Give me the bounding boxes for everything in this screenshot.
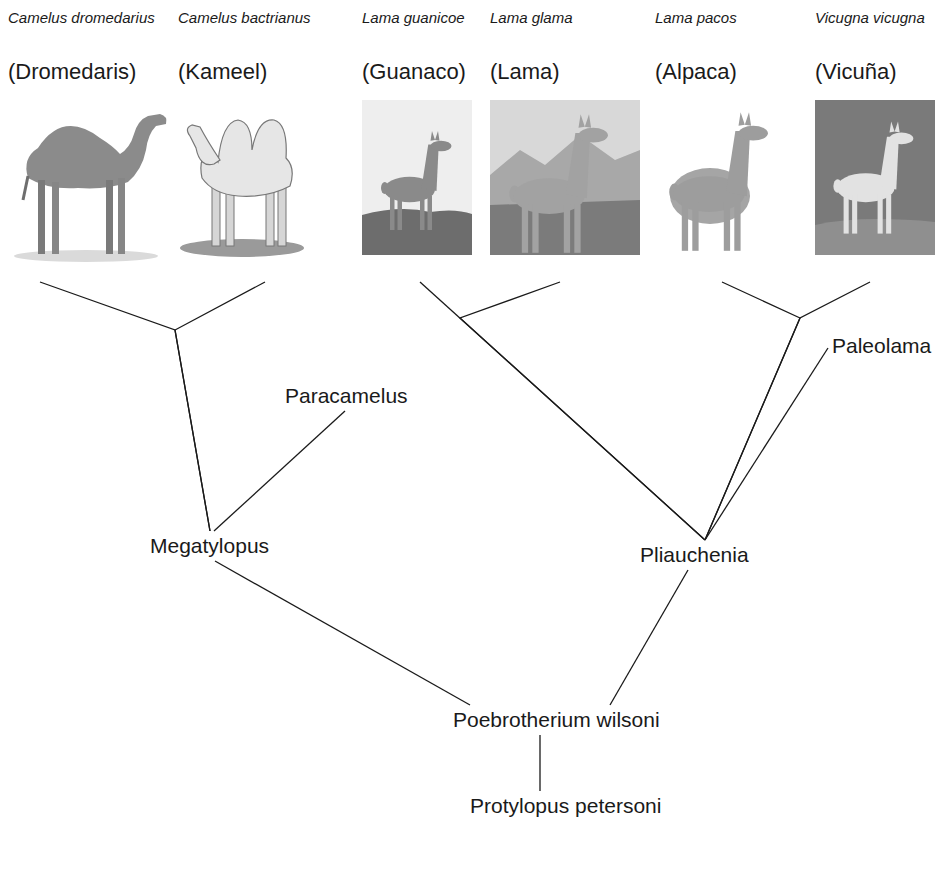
taxon-label: Megatylopus	[146, 531, 273, 561]
common-name: (Lama)	[490, 58, 640, 86]
common-name: (Vicuña)	[815, 58, 935, 86]
tree-branch	[610, 570, 688, 705]
tree-branch	[175, 282, 265, 531]
taxon-label: Paracamelus	[281, 381, 412, 411]
taxon-label: Paleolama	[828, 331, 935, 361]
llama-picture	[490, 100, 640, 255]
scientific-name: Lama pacos	[655, 8, 795, 28]
common-name: (Alpaca)	[655, 58, 795, 86]
scientific-name: Lama glama	[490, 8, 640, 28]
taxon-label: Poebrotherium wilsoni	[449, 705, 664, 735]
tree-branch	[539, 735, 540, 791]
scientific-name: Camelus bactrianus	[178, 8, 313, 28]
scientific-name: Camelus dromedarius	[8, 8, 168, 28]
tree-branch	[705, 282, 800, 540]
common-name: (Kameel)	[178, 58, 313, 86]
common-name: (Guanaco)	[362, 58, 472, 86]
guanaco-picture	[362, 100, 472, 255]
taxon-name: Pliauchenia	[636, 540, 753, 570]
species-node: Camelus dromedarius (Dromedaris)	[8, 8, 168, 282]
taxon-name: Paracamelus	[281, 381, 412, 411]
tree-branch	[460, 282, 705, 540]
dromedary-picture	[14, 114, 166, 262]
species-node: Lama guanicoe (Guanaco)	[362, 8, 472, 282]
tree-branch	[214, 411, 345, 531]
tree-branch	[705, 282, 870, 540]
tree-branch	[420, 282, 705, 540]
vicuna-picture	[815, 100, 935, 255]
common-name: (Dromedaris)	[8, 58, 168, 86]
species-node: Camelus bactrianus (Kameel)	[178, 8, 313, 282]
bactrian-camel-picture	[180, 120, 304, 257]
scientific-name: Lama guanicoe	[362, 8, 472, 28]
taxon-name: Poebrotherium wilsoni	[449, 705, 664, 735]
tree-branch	[40, 282, 210, 531]
tree-branch	[215, 561, 470, 705]
taxon-name: Protylopus petersoni	[466, 791, 665, 821]
species-node: Lama glama (Lama)	[490, 8, 640, 282]
taxon-name: Megatylopus	[146, 531, 273, 561]
species-node: Lama pacos (Alpaca)	[655, 8, 795, 282]
taxon-label: Pliauchenia	[636, 540, 753, 570]
tree-branch	[705, 348, 828, 540]
taxon-name: Paleolama	[828, 331, 935, 361]
scientific-name: Vicugna vicugna	[815, 8, 935, 28]
taxon-label: Protylopus petersoni	[466, 791, 665, 821]
alpaca-picture	[669, 112, 768, 251]
species-node: Vicugna vicugna (Vicuña)	[815, 8, 935, 282]
